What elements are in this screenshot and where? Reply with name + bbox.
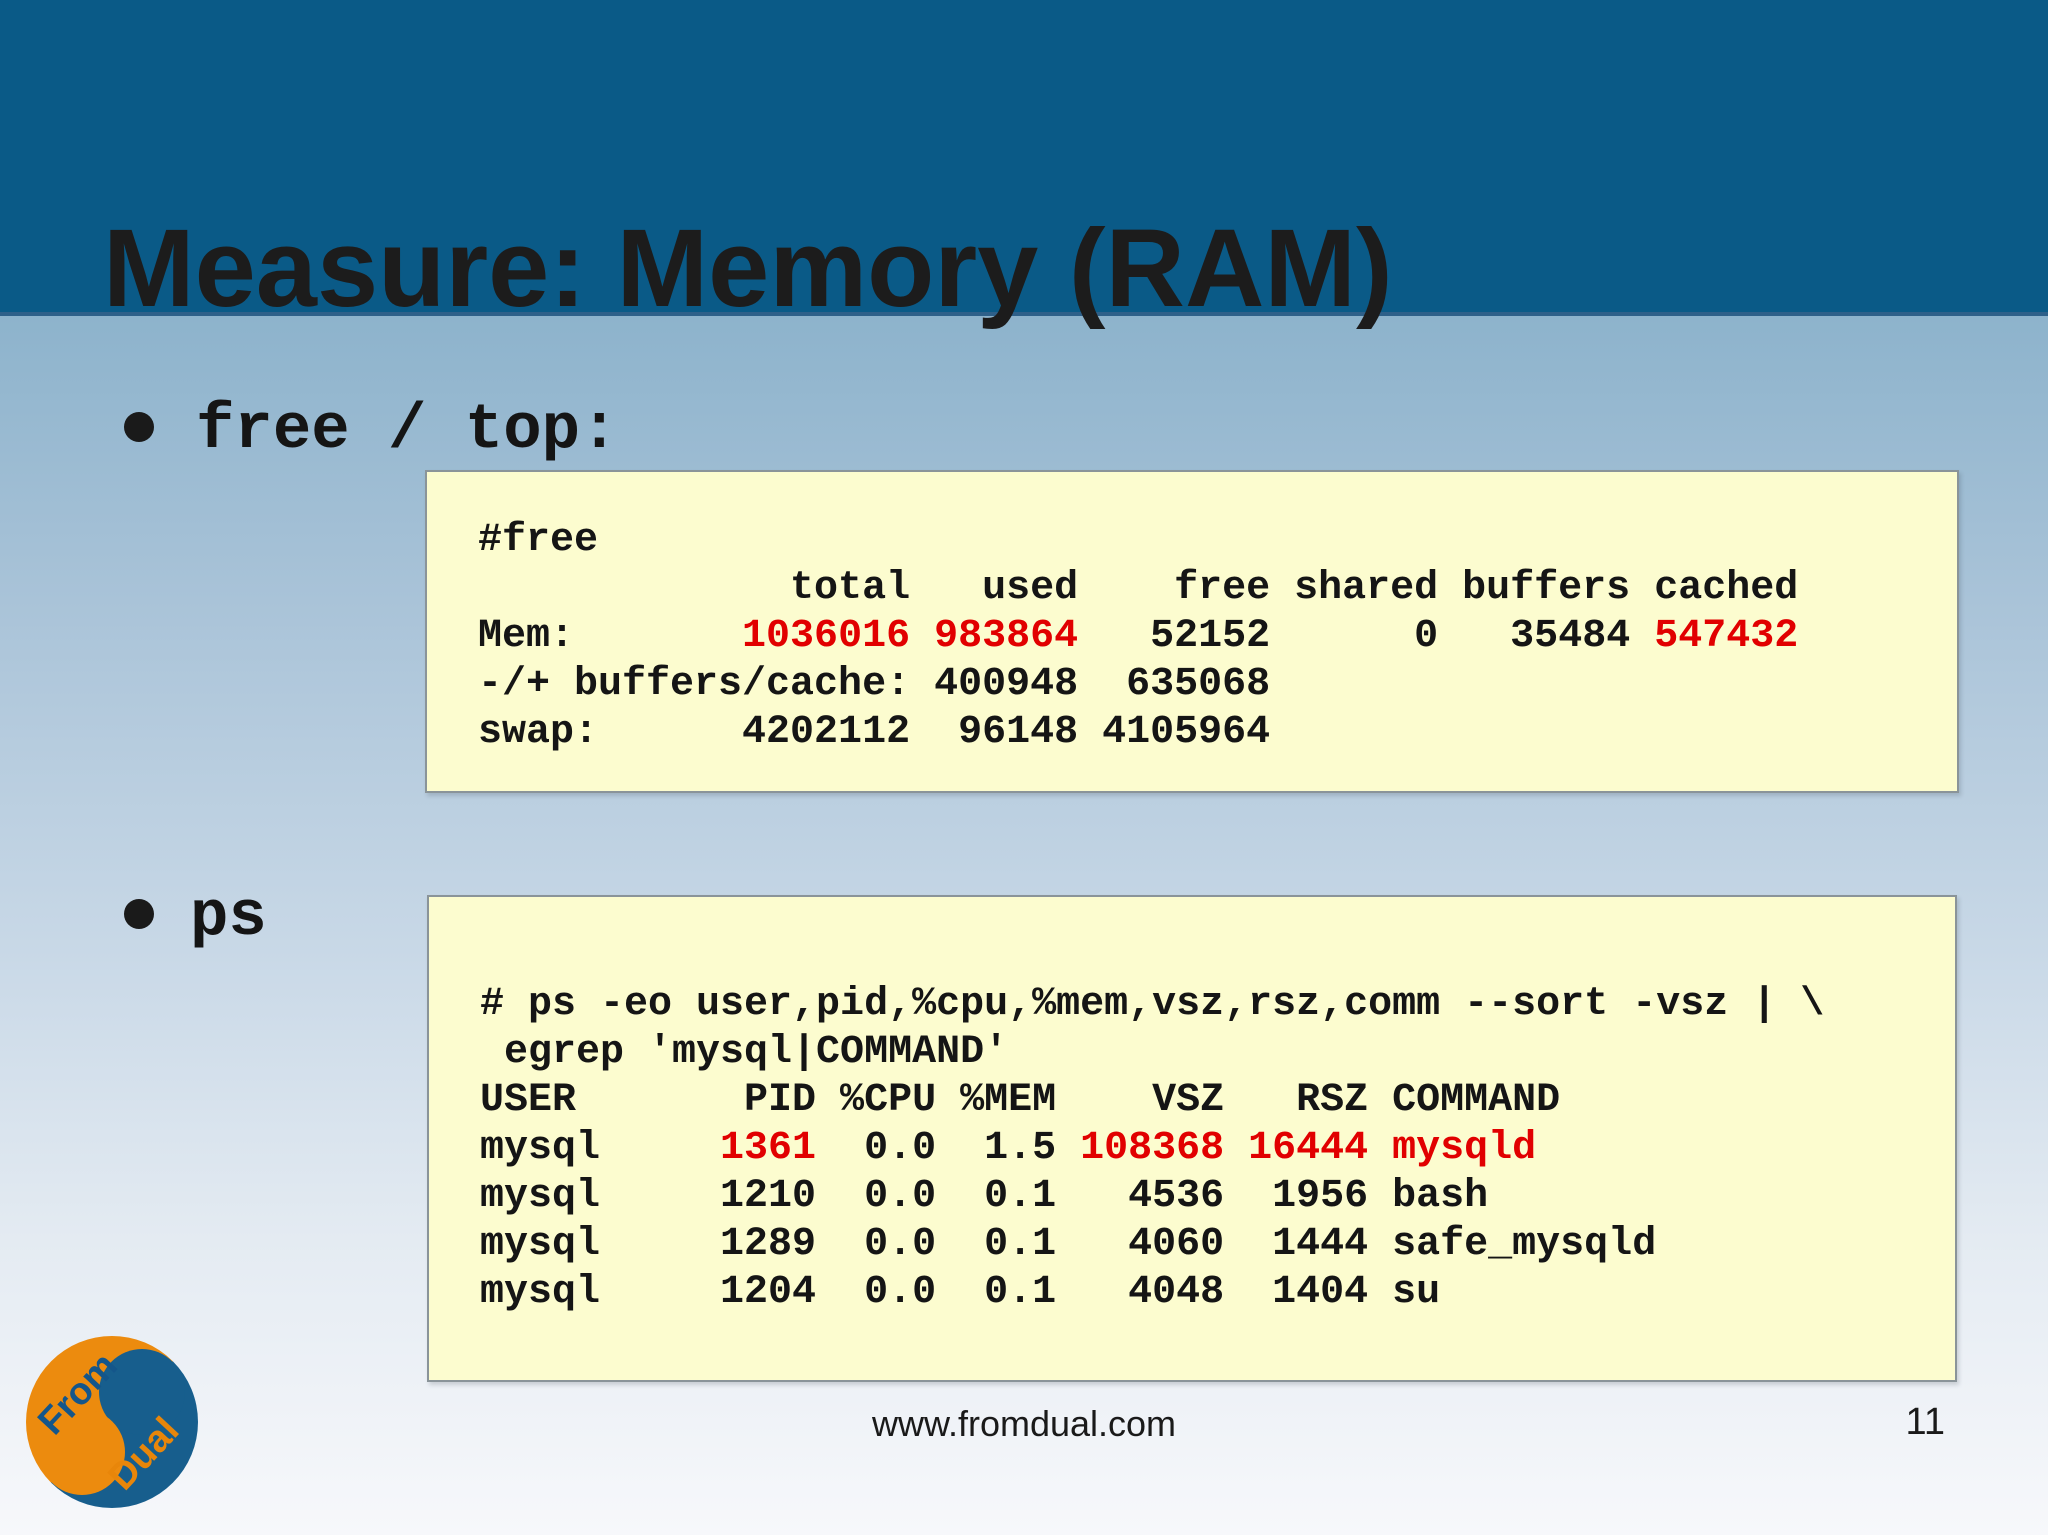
code-line: mysql 1289 0.0 0.1 4060 1444 safe_mysqld bbox=[480, 1222, 1657, 1267]
code-line: egrep 'mysql|COMMAND' bbox=[480, 1030, 1009, 1075]
code-box-ps-output: # ps -eo user,pid,%cpu,%mem,vsz,rsz,comm… bbox=[427, 895, 1957, 1382]
code-line: mysql 1210 0.0 0.1 4536 1956 bash bbox=[480, 1174, 1489, 1219]
code-line: total used free shared buffers cached bbox=[478, 566, 1799, 611]
page-number: 11 bbox=[1905, 1401, 1945, 1443]
fromdual-logo: From Dual bbox=[26, 1336, 198, 1508]
bullet-icon bbox=[124, 899, 154, 929]
code-line: -/+ buffers/cache: 400948 635068 bbox=[478, 662, 1271, 707]
code-line: #free bbox=[478, 518, 599, 563]
bullet-icon bbox=[124, 412, 154, 442]
code-line: Mem: 1036016 983864 52152 0 35484 547432 bbox=[478, 614, 1799, 659]
code-line: mysql 1361 0.0 1.5 108368 16444 mysqld bbox=[480, 1126, 1537, 1171]
bullet-label-ps: ps bbox=[190, 882, 267, 954]
code-line: USER PID %CPU %MEM VSZ RSZ COMMAND bbox=[480, 1078, 1561, 1123]
code-box-free-output: #free total used free shared buffers cac… bbox=[425, 470, 1959, 793]
footer-url: www.fromdual.com bbox=[871, 1403, 1177, 1444]
logo-orange-lobe bbox=[39, 1409, 125, 1495]
code-line: swap: 4202112 96148 4105964 bbox=[478, 710, 1271, 755]
code-line: # ps -eo user,pid,%cpu,%mem,vsz,rsz,comm… bbox=[480, 982, 1825, 1027]
code-line: mysql 1204 0.0 0.1 4048 1404 su bbox=[480, 1270, 1441, 1315]
bullet-label-free-top: free / top: bbox=[196, 395, 619, 467]
logo-blue-lobe bbox=[99, 1349, 185, 1435]
slide-title: Measure: Memory (RAM) bbox=[103, 206, 1393, 330]
header-band bbox=[0, 0, 2048, 316]
